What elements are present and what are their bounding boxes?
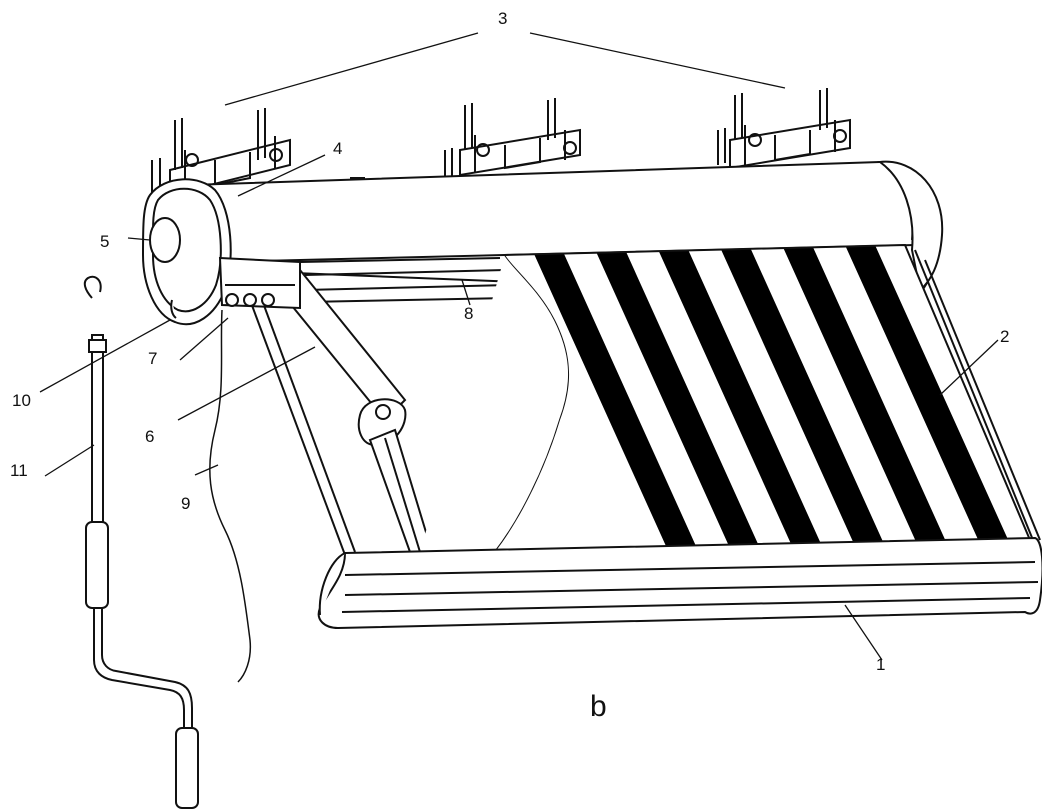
- label-10: 10: [12, 391, 31, 410]
- crank-handle-icon: [83, 275, 199, 809]
- fabric-stripe: [719, 245, 889, 552]
- label-3: 3: [498, 9, 508, 28]
- label-2: 2: [1000, 327, 1010, 346]
- frame-lines: [249, 249, 1041, 556]
- front-bar: [317, 536, 1042, 630]
- label-8: 8: [464, 304, 474, 323]
- label-7: 7: [148, 349, 158, 368]
- fabric-plain: [420, 254, 570, 553]
- bracket-icon: [717, 88, 851, 170]
- mounting-plate: [218, 256, 301, 310]
- support-bars: [299, 257, 513, 303]
- leader-lines: [39, 32, 999, 661]
- figure-caption: b: [590, 690, 607, 723]
- label-6: 6: [145, 427, 155, 446]
- fabric-stripe: [845, 245, 1015, 552]
- bracket-group: [151, 88, 851, 200]
- fabric-stripe: [530, 245, 700, 552]
- fabric-stripe: [656, 245, 826, 552]
- striped-fabric: [495, 245, 1042, 555]
- right-end-cap: [877, 160, 944, 292]
- label-1: 1: [876, 655, 886, 674]
- label-5: 5: [100, 232, 110, 251]
- label-9: 9: [181, 494, 191, 513]
- fabric-outline: [504, 243, 1031, 541]
- cord: [209, 309, 252, 683]
- fabric-stripe: [1034, 245, 1042, 555]
- fabric-stripe: [593, 245, 763, 552]
- end-cap-icon: [141, 178, 232, 326]
- folding-arm: [273, 268, 434, 553]
- label-11: 11: [10, 461, 28, 480]
- label-4: 4: [333, 139, 343, 158]
- fabric-stripe: [782, 245, 952, 552]
- bracket-icon: [444, 98, 581, 178]
